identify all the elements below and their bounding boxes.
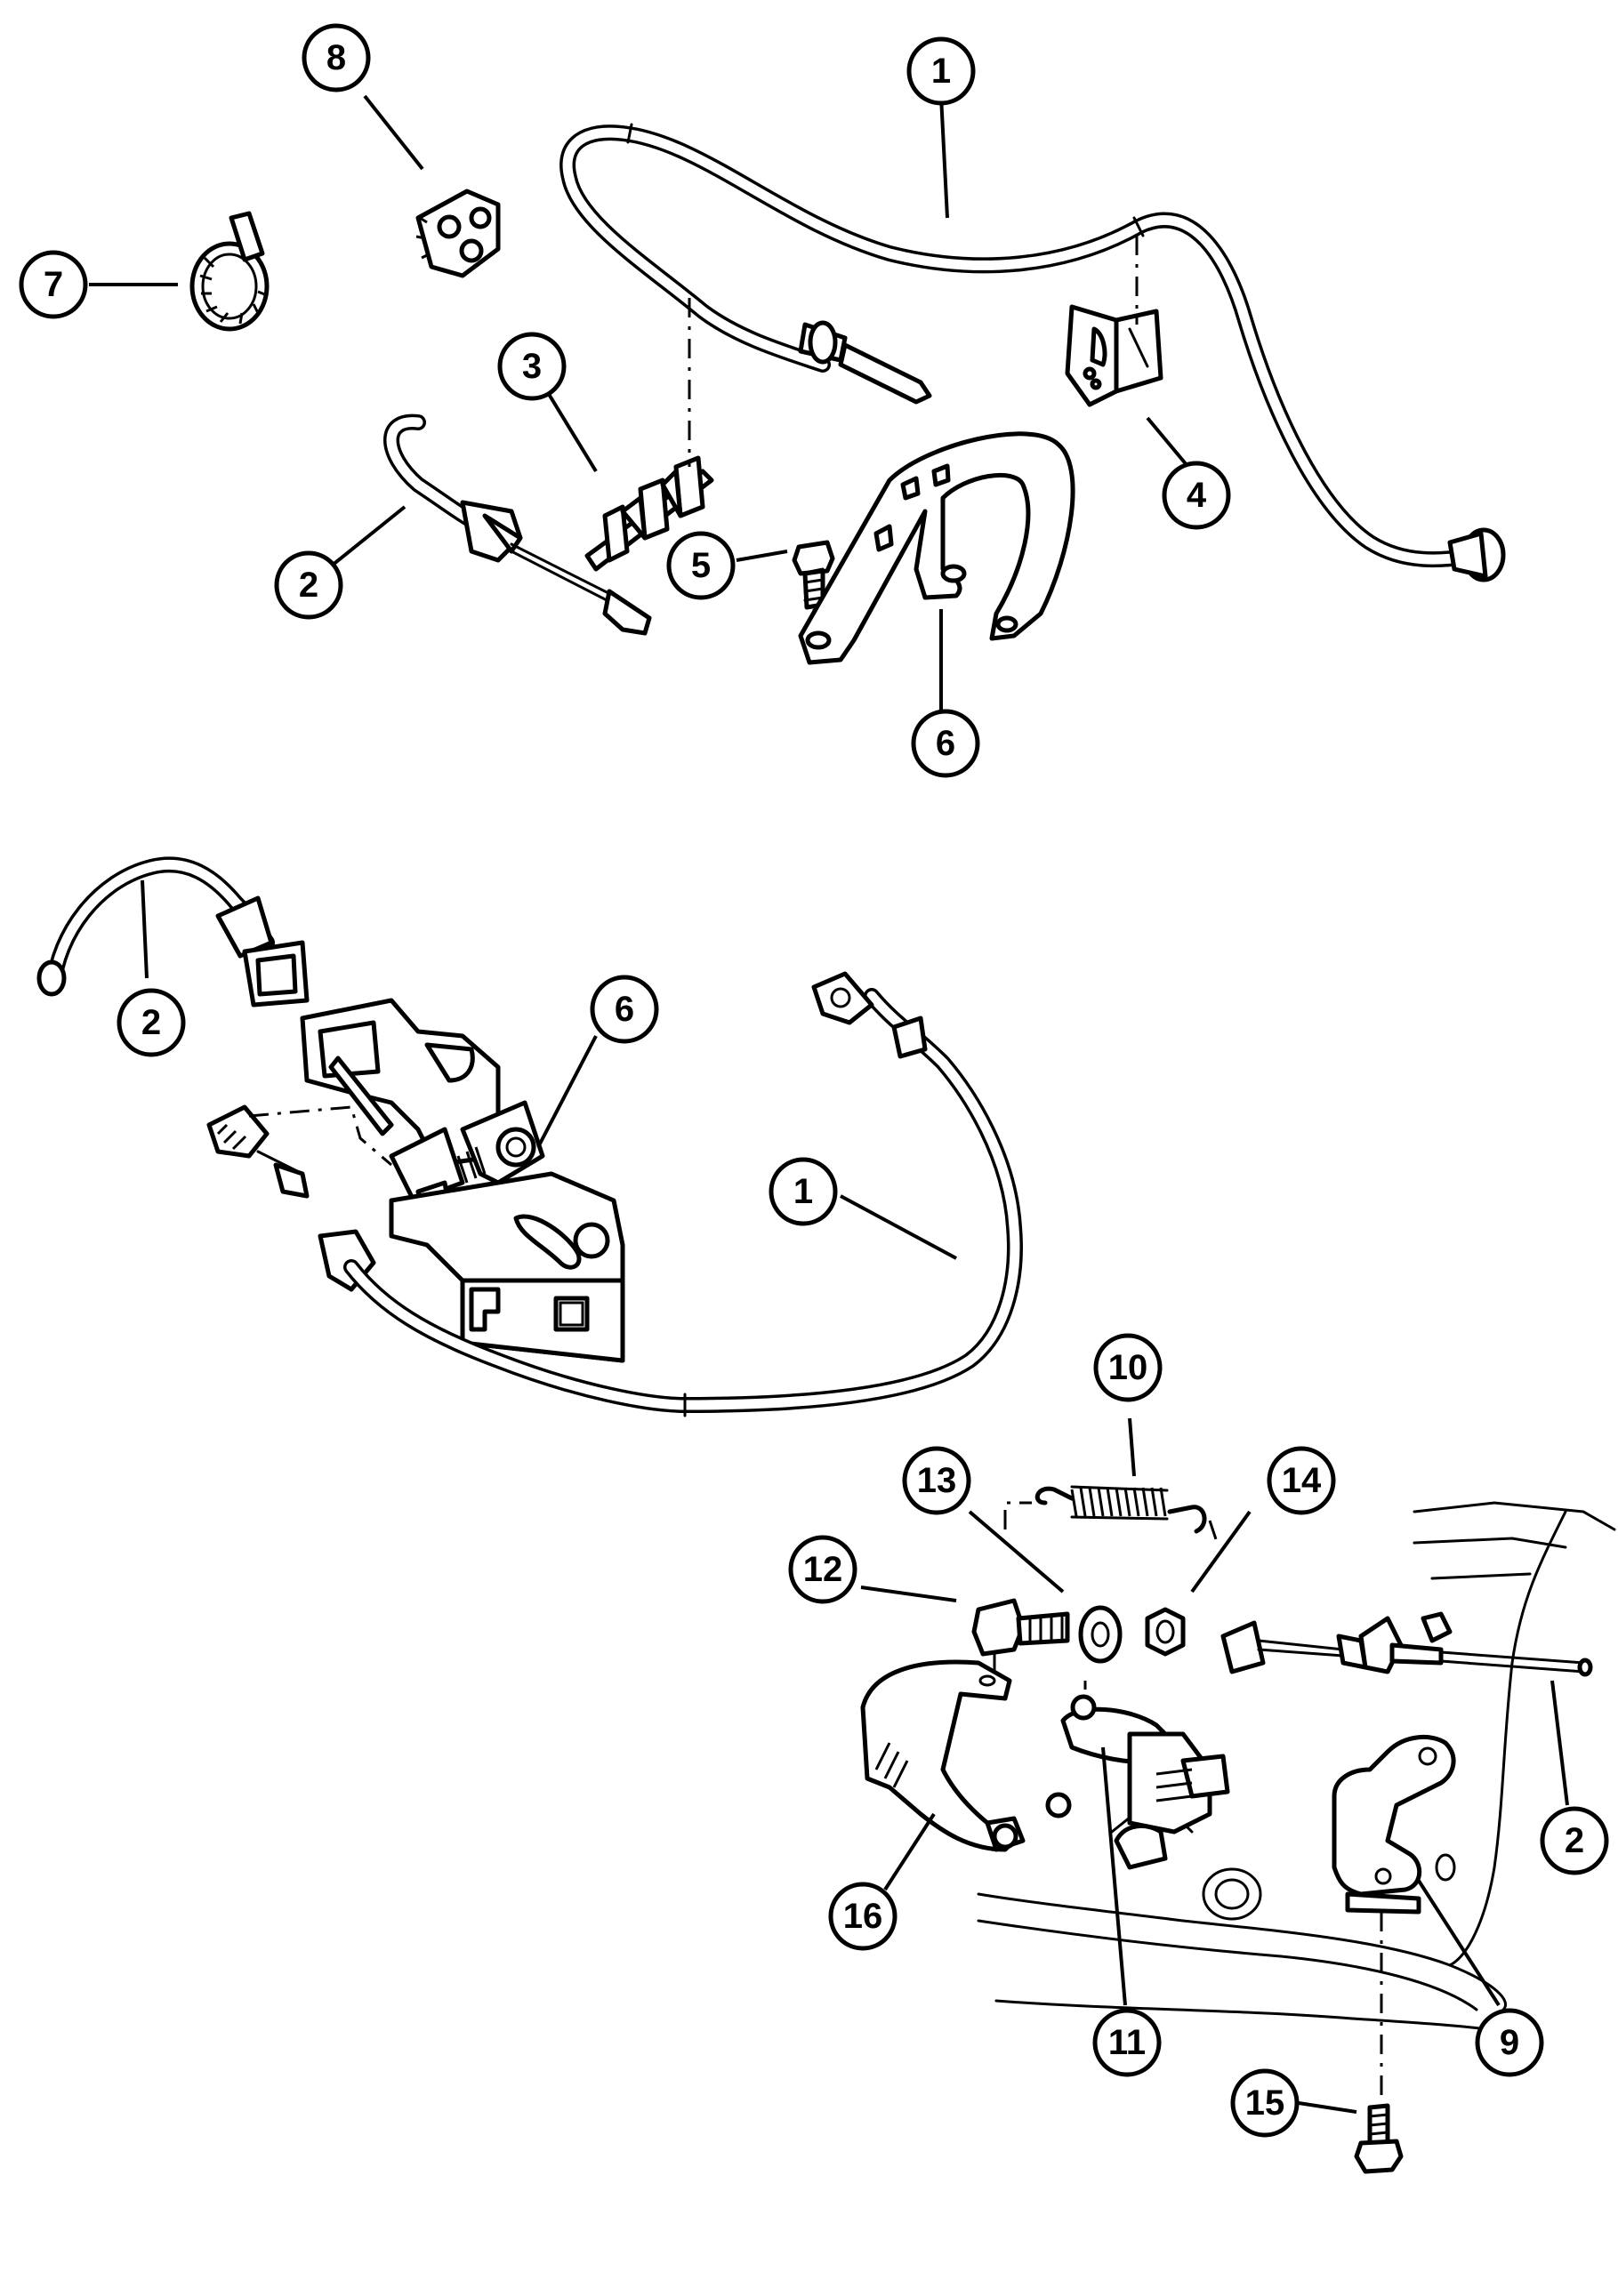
svg-text:1: 1 bbox=[931, 52, 951, 91]
svg-text:10: 10 bbox=[1108, 1348, 1148, 1387]
callout-part-13: 13 bbox=[902, 1446, 971, 1515]
callout-part-5: 5 bbox=[666, 531, 736, 600]
svg-text:6: 6 bbox=[615, 990, 634, 1029]
svg-text:8: 8 bbox=[326, 38, 346, 77]
callout-part-12: 12 bbox=[788, 1535, 857, 1604]
cable-part-1-mid bbox=[343, 971, 1023, 1417]
cable-tie-part-7 bbox=[189, 211, 270, 332]
bracket-part-6-top bbox=[798, 431, 1075, 665]
callout-part-15: 15 bbox=[1230, 2068, 1300, 2138]
svg-text:9: 9 bbox=[1500, 2023, 1519, 2062]
callout-part-1-mid: 1 bbox=[769, 1157, 838, 1226]
cable-part-2-bottom bbox=[1220, 1611, 1593, 1677]
callout-part-6-top: 6 bbox=[911, 709, 980, 778]
callout-part-7: 7 bbox=[19, 250, 88, 319]
grommet-part-8 bbox=[415, 189, 501, 278]
callout-part-2-top: 2 bbox=[274, 550, 343, 620]
svg-text:14: 14 bbox=[1282, 1461, 1322, 1500]
nut-part-14 bbox=[1145, 1607, 1186, 1657]
svg-text:5: 5 bbox=[691, 546, 711, 585]
bolt-part-15 bbox=[1354, 2103, 1404, 2174]
bolt-part-12 bbox=[971, 1598, 1070, 1657]
callout-part-14: 14 bbox=[1267, 1446, 1336, 1515]
callout-part-4: 4 bbox=[1162, 461, 1231, 530]
svg-text:2: 2 bbox=[299, 566, 318, 605]
callout-part-11: 11 bbox=[1092, 2008, 1162, 2077]
connector-mid-left bbox=[206, 1104, 376, 1292]
transmission-housing bbox=[977, 1501, 1616, 2038]
leader-lines bbox=[89, 94, 1569, 2114]
callout-part-3: 3 bbox=[497, 332, 567, 401]
callout-part-2-bottom: 2 bbox=[1540, 1806, 1609, 1875]
cable-part-1-top bbox=[559, 123, 1506, 582]
assembly-line-10 bbox=[1003, 1501, 1220, 1548]
svg-text:15: 15 bbox=[1245, 2083, 1285, 2123]
washer-part-13 bbox=[1078, 1605, 1123, 1664]
callout-part-16: 16 bbox=[828, 1882, 898, 1951]
spring-part-10 bbox=[1034, 1485, 1207, 1534]
callout-part-2-mid: 2 bbox=[117, 988, 186, 1057]
svg-text:2: 2 bbox=[1565, 1821, 1584, 1860]
svg-text:12: 12 bbox=[803, 1550, 843, 1589]
svg-text:1: 1 bbox=[793, 1172, 813, 1211]
cable-part-2-top bbox=[383, 413, 652, 636]
svg-text:13: 13 bbox=[917, 1461, 957, 1500]
bolt-part-5 bbox=[792, 540, 835, 610]
callout-part-8: 8 bbox=[302, 23, 371, 92]
svg-text:4: 4 bbox=[1187, 476, 1207, 515]
cable-part-2-mid bbox=[36, 856, 310, 1008]
svg-text:16: 16 bbox=[843, 1897, 883, 1936]
svg-text:6: 6 bbox=[936, 724, 955, 763]
svg-text:3: 3 bbox=[522, 347, 542, 386]
lever-part-11 bbox=[1045, 1694, 1230, 1870]
callout-part-1-top: 1 bbox=[906, 36, 976, 106]
bracket-part-4 bbox=[1065, 304, 1163, 407]
assembly-line-mid bbox=[248, 1105, 392, 1167]
svg-text:2: 2 bbox=[141, 1003, 161, 1042]
bracket-part-9 bbox=[1332, 1734, 1456, 1915]
bracket-part-6-mid bbox=[300, 998, 625, 1363]
callout-part-6-mid: 6 bbox=[590, 975, 659, 1044]
bracket-part-16 bbox=[860, 1659, 1026, 1852]
callout-part-9: 9 bbox=[1475, 2008, 1544, 2077]
svg-text:7: 7 bbox=[44, 265, 63, 304]
callout-part-10: 10 bbox=[1093, 1333, 1163, 1402]
clip-strip-part-3 bbox=[584, 455, 714, 572]
svg-text:11: 11 bbox=[1108, 2023, 1146, 2062]
